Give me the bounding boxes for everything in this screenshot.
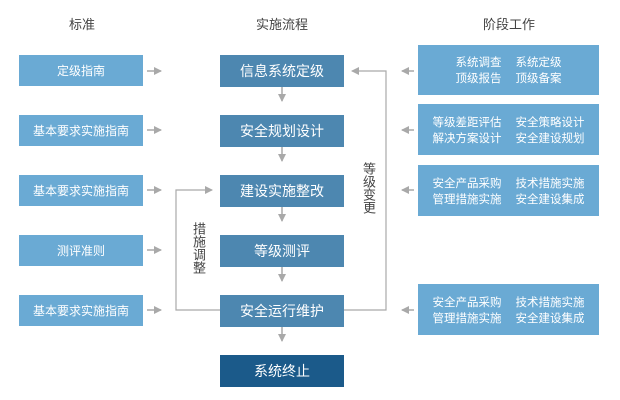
adjust-label: 措施调整 bbox=[190, 222, 205, 274]
work-item: 安全建设集成 bbox=[515, 310, 585, 325]
work-item: 等级差距评估 bbox=[432, 114, 502, 129]
standard-box-3: 基本要求实施指南 bbox=[19, 175, 143, 206]
process-step-4: 等级测评 bbox=[220, 235, 344, 267]
process-step-1: 信息系统定级 bbox=[220, 55, 344, 87]
work-box-2: 等级差距评估安全策略设计 解决方案设计安全建设规划 bbox=[418, 104, 599, 155]
change-label: 等级变更 bbox=[360, 162, 375, 214]
process-step-3: 建设实施整改 bbox=[220, 175, 344, 207]
work-item: 安全建设集成 bbox=[515, 191, 585, 206]
header-standard: 标准 bbox=[68, 18, 95, 33]
work-item: 技术措施实施 bbox=[515, 294, 585, 309]
standard-box-5: 基本要求实施指南 bbox=[19, 295, 143, 326]
standard-box-4: 测评准则 bbox=[19, 235, 143, 266]
standard-box-2: 基本要求实施指南 bbox=[19, 115, 143, 146]
work-item: 系统定级 bbox=[515, 55, 562, 69]
change-loop-line bbox=[344, 67, 387, 311]
process-step-2: 安全规划设计 bbox=[220, 115, 344, 147]
work-item: 技术措施实施 bbox=[515, 175, 585, 190]
work-box-4: 安全产品采购技术措施实施 管理措施实施安全建设集成 bbox=[418, 284, 599, 335]
standard-box-1: 定级指南 bbox=[19, 55, 143, 86]
process-step-5: 安全运行维护 bbox=[220, 295, 344, 327]
work-item: 顶级备案 bbox=[515, 71, 562, 85]
work-item: 解决方案设计 bbox=[432, 130, 502, 145]
header-process: 实施流程 bbox=[255, 18, 308, 33]
work-item: 安全产品采购 bbox=[432, 294, 502, 309]
header-work: 阶段工作 bbox=[482, 18, 535, 33]
work-item: 管理措施实施 bbox=[432, 191, 502, 206]
adjust-loop-line bbox=[175, 186, 220, 311]
work-item: 系统调查 bbox=[455, 55, 502, 69]
work-item: 顶级报告 bbox=[455, 71, 502, 85]
process-step-final: 系统终止 bbox=[220, 355, 344, 387]
work-item: 安全策略设计 bbox=[515, 114, 585, 129]
work-item: 安全建设规划 bbox=[515, 130, 585, 145]
work-item: 管理措施实施 bbox=[432, 310, 502, 325]
work-box-3: 安全产品采购技术措施实施 管理措施实施安全建设集成 bbox=[418, 165, 599, 216]
work-box-1: 系统调查系统定级 顶级报告顶级备案 bbox=[418, 45, 599, 95]
work-item: 安全产品采购 bbox=[432, 175, 502, 190]
